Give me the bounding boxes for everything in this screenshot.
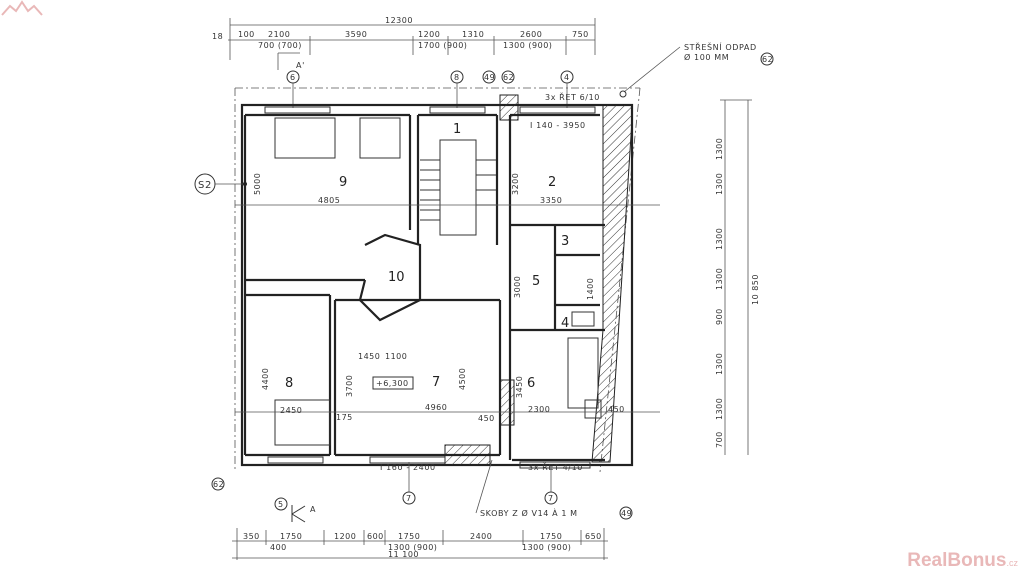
bottom-dimensions: 62 5 7 7 A SKOBY Z Ø V14 À 1 M 49 350 17… [211,459,633,560]
s2-label: S2 [198,180,212,191]
note-text: STŘEŠNÍ ODPAD [684,41,757,52]
dim-text: 100 [238,30,255,39]
dim-text: 4400 [261,368,270,390]
dim-text: 1750 [280,532,302,541]
dim-text: 1750 [398,532,420,541]
top-dimensions: 12300 18 100 2100 700 (700) 3590 1200 17… [212,16,596,60]
marker-label: 5 [278,500,284,509]
marker-label: 62 [213,480,224,489]
dim-text: 450 [608,405,625,414]
roof-drain-note: STŘEŠNÍ ODPAD Ø 100 MM 62 [619,41,774,98]
dim-text: 3000 [513,276,522,298]
top-markers: 6 8 49 62 4 A' 3x ŘET 6/10 [277,52,600,108]
dim-text: 2450 [280,406,302,415]
dim-text: 1700 (900) [418,41,467,50]
watermark-tld: .cz [1006,558,1018,568]
dim-text: 900 [715,308,724,325]
dim-text: 1200 [418,30,440,39]
dim-text: 2100 [268,30,290,39]
right-dimensions: 10 850 1300 1300 1300 1300 900 1300 1300… [715,99,760,455]
dim-text: 1300 [715,228,724,250]
marker-label: 62 [503,73,514,82]
room-4-label: 4 [561,316,569,331]
room-6-label: 6 [527,376,535,391]
staircase [420,139,496,236]
dim-text: 2300 [528,405,550,414]
dim-text: 5000 [253,173,262,195]
ref-marker: 49 [621,509,632,518]
watermark-brand: RealBonus [907,550,1007,571]
dim-text: 1100 [385,352,407,361]
dim-text: 650 [585,532,602,541]
dim-text: 1310 [462,30,484,39]
dim-text: 1300 [715,138,724,160]
watermark-logo: RealBonus.cz [907,550,1018,572]
section-s2-marker: S2 [194,173,247,195]
dim-text: 1300 (900) [503,41,552,50]
dim-text: 1300 (900) [388,543,437,552]
room-5-label: 5 [532,274,540,289]
dim-text: 700 (700) [258,41,302,50]
dim-total-top: 12300 [385,16,413,25]
dim-text: 1300 (900) [522,543,571,552]
marker-label: 49 [484,73,495,82]
dim-text: 1400 [586,278,595,300]
room-dimensions: 4805 5000 3200 3350 4400 2450 3700 4500 … [235,121,660,472]
marker-label: 7 [548,494,554,503]
room-7-label: 7 [432,375,440,390]
dim-total-bottom: 11 100 [388,550,419,559]
section-label: A' [296,61,305,70]
dim-text: 18 [212,32,223,41]
level-mark: +6,300 [376,379,409,388]
beam-note: I 160 - 2400 [380,463,436,472]
room-labels: 1 2 3 4 5 6 7 8 9 10 [285,122,569,391]
dim-text: 1300 [715,268,724,290]
note-text: Ø 100 MM [684,52,729,62]
room-9-label: 9 [339,175,347,190]
room-1-label: 1 [453,122,461,137]
dim-text: 750 [572,30,589,39]
watermark-roof-icon [1,0,43,16]
section-label: A [310,505,316,514]
dim-text: 600 [367,532,384,541]
dim-total-right: 10 850 [751,274,760,305]
dim-text: 3450 [515,376,524,398]
dim-text: 4960 [425,403,447,412]
marker-label: 7 [406,494,412,503]
dim-text: 3590 [345,30,367,39]
dim-text: 3200 [511,173,520,195]
beam-note: 3x ŘET 6/10 [545,92,600,102]
beam-note: I 140 - 3950 [530,121,586,130]
dim-text: 1300 [715,353,724,375]
dim-text: 4805 [318,196,340,205]
marker-label: 4 [564,73,570,82]
dim-text: 3350 [540,196,562,205]
dim-text: 1200 [334,532,356,541]
ref-marker: 62 [762,55,773,64]
room-3-label: 3 [561,234,569,249]
dim-text: 175 [336,413,353,422]
building-walls [234,87,641,473]
beam-note: 3x ŘET 4/10 [528,462,583,472]
dim-text: 1750 [540,532,562,541]
dim-text: 700 [715,431,724,448]
brackets-note: SKOBY Z Ø V14 À 1 M [480,507,578,518]
room-10-label: 10 [388,270,405,285]
dim-text: 450 [478,414,495,423]
room-2-label: 2 [548,175,556,190]
dim-text: 1450 [358,352,380,361]
dim-text: 400 [270,543,287,552]
room-8-label: 8 [285,376,293,391]
dim-text: 1300 [715,398,724,420]
dim-text: 4500 [458,368,467,390]
dim-text: 3700 [345,375,354,397]
dim-text: 350 [243,532,260,541]
dim-text: 2400 [470,532,492,541]
marker-label: 6 [290,73,296,82]
dim-text: 1300 [715,173,724,195]
dim-text: 2600 [520,30,542,39]
marker-label: 8 [454,73,460,82]
